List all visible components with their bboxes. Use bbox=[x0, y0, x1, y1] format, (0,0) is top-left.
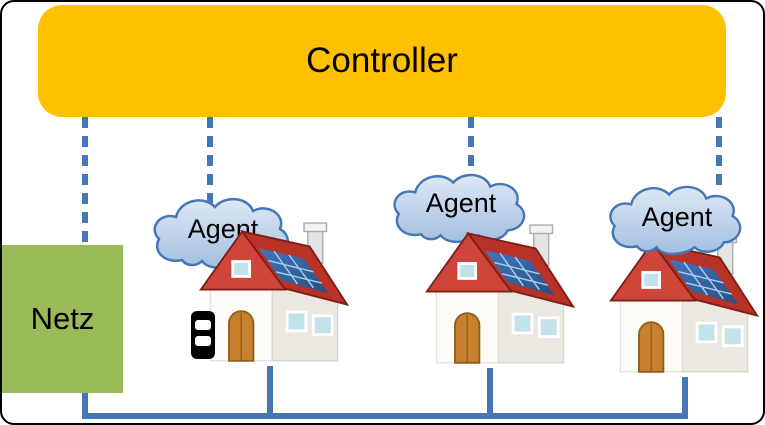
controller-agent1-link bbox=[207, 117, 213, 203]
house-1 bbox=[199, 215, 349, 367]
controller-agent2-link bbox=[468, 117, 474, 175]
controller-box: Controller bbox=[38, 5, 726, 117]
house2-bus-connector bbox=[487, 368, 493, 413]
agent-cloud-2: Agent bbox=[388, 168, 534, 246]
house-icon bbox=[199, 221, 349, 363]
controller-label: Controller bbox=[306, 41, 458, 80]
agent3-label: Agent bbox=[641, 202, 713, 232]
house3-bus-connector bbox=[682, 377, 688, 413]
house-2 bbox=[425, 217, 575, 369]
smart-meter-icon bbox=[190, 310, 216, 360]
controller-netz-link bbox=[82, 117, 88, 249]
netz-box: Netz bbox=[2, 245, 123, 393]
controller-agent3-link bbox=[716, 117, 722, 185]
house1-bus-connector bbox=[267, 366, 273, 413]
netz-bus-connector bbox=[82, 393, 88, 419]
agent-cloud-3: Agent bbox=[602, 180, 752, 258]
netz-label: Netz bbox=[30, 301, 95, 336]
agent2-label: Agent bbox=[425, 188, 497, 218]
house-icon bbox=[425, 223, 575, 365]
power-bus-line bbox=[82, 413, 688, 419]
